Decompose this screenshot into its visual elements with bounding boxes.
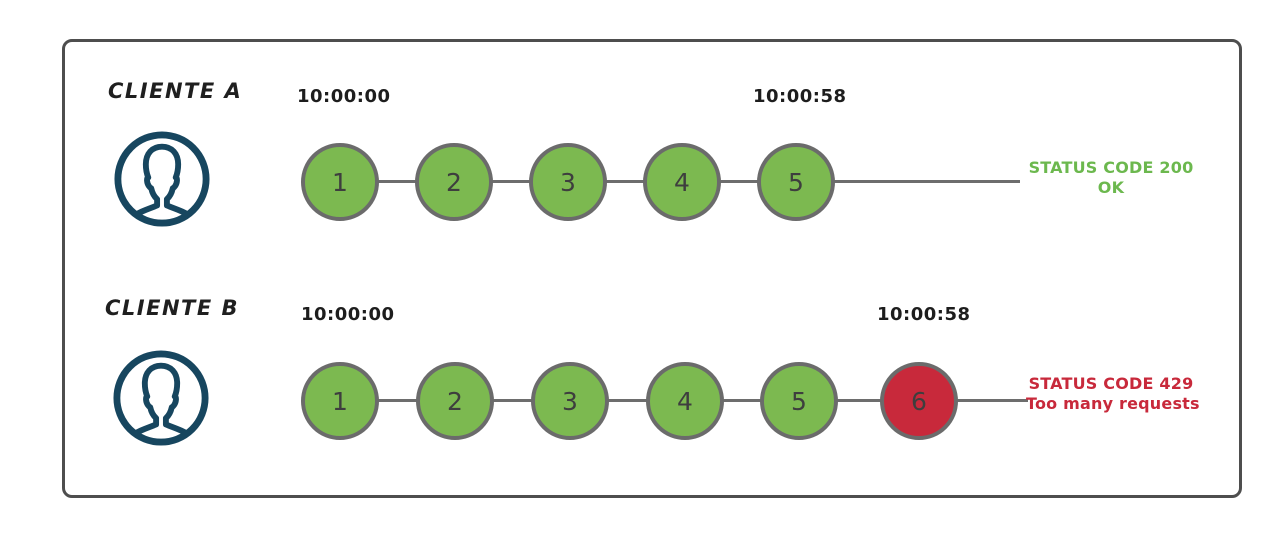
client-a-request-3: 3 [529,143,607,221]
client-a-request-5: 5 [757,143,835,221]
client-b-request-4: 4 [646,362,724,440]
client-b-request-3: 3 [531,362,609,440]
client-b-request-5: 5 [760,362,838,440]
client-b-status-code: STATUS CODE 429 [1028,374,1194,393]
client-a-status-message: OK [1097,178,1125,197]
client-b-status-message: Too many requests [1026,394,1200,413]
client-b-end-timestamp: 10:00:58 [877,304,971,325]
client-a-request-4: 4 [643,143,721,221]
client-a-status-code: STATUS CODE 200 [1028,158,1194,177]
client-b-request-1: 1 [301,362,379,440]
client-a-status: STATUS CODE 200 OK [1026,158,1196,198]
client-b-start-timestamp: 10:00:00 [301,304,395,325]
client-a-end-timestamp: 10:00:58 [753,86,847,107]
diagram-frame [62,39,1242,498]
client-a-user-avatar-icon [114,131,210,227]
client-a-start-timestamp: 10:00:00 [297,86,391,107]
client-a-request-2: 2 [415,143,493,221]
client-b-request-6-rejected: 6 [880,362,958,440]
client-b-status: STATUS CODE 429 Too many requests [1026,374,1200,414]
client-b-request-2: 2 [416,362,494,440]
client-a-label: CLIENTE A [108,79,243,103]
client-b-user-avatar-icon [113,350,209,446]
client-a-request-1: 1 [301,143,379,221]
client-b-label: CLIENTE B [105,296,240,320]
